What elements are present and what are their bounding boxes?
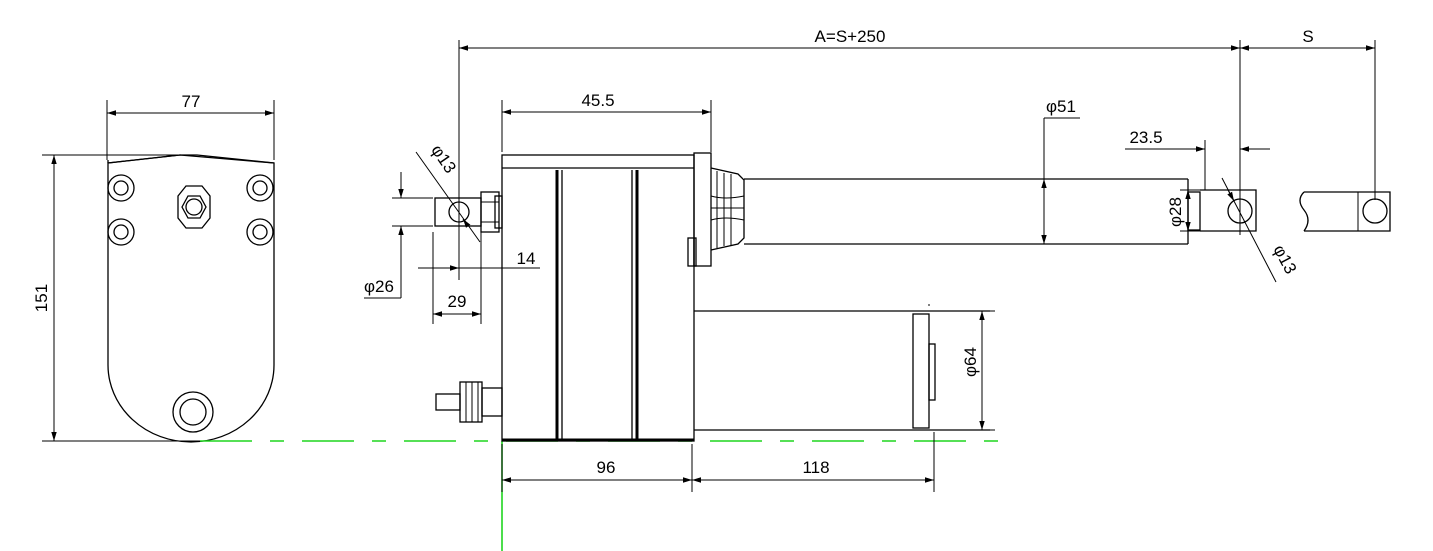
dim-phi26: φ26 <box>364 172 433 299</box>
end-view-top-edge <box>107 154 275 164</box>
dim-phi26-label: φ26 <box>364 277 394 296</box>
cable-gland <box>435 381 503 423</box>
dim-151-label: 151 <box>32 284 51 312</box>
end-view: 77 151 <box>32 92 275 443</box>
front-flange <box>693 152 712 267</box>
dim-phi28: φ28 <box>1166 189 1210 232</box>
dim-23-5: 23.5 <box>1125 128 1270 190</box>
dim-a-label: A=S+250 <box>815 27 886 46</box>
dim-phi51: φ51 <box>1041 97 1080 244</box>
dim-29-label: 29 <box>448 292 467 311</box>
clevis-end <box>1299 191 1391 232</box>
dim-77: 77 <box>106 92 275 160</box>
dim-29: 29 <box>432 232 482 324</box>
dim-14: 14 <box>418 249 540 271</box>
dim-phi64: φ64 <box>935 310 995 431</box>
dim-phi13-right-label: φ13 <box>1269 242 1300 277</box>
dim-s-label: S <box>1302 27 1313 46</box>
rod-collar <box>710 167 745 251</box>
dim-96-label: 96 <box>597 458 616 477</box>
outer-tube <box>744 178 1189 245</box>
end-view-hex-nut <box>177 185 211 229</box>
end-view-holes <box>107 174 274 433</box>
dim-phi64-label: φ64 <box>961 347 980 377</box>
dim-phi13-left: φ13 <box>415 141 481 243</box>
dim-118: 118 <box>692 432 935 492</box>
dim-phi51-label: φ51 <box>1046 97 1076 116</box>
dim-77-label: 77 <box>182 92 201 111</box>
dim-phi28-label: φ28 <box>1166 197 1185 227</box>
dim-96: 96 <box>501 444 693 492</box>
dim-45-5: 45.5 <box>501 91 712 152</box>
dim-s: S <box>1240 27 1376 200</box>
dim-151: 151 <box>32 154 200 442</box>
motor <box>694 304 990 431</box>
side-view <box>434 152 1391 442</box>
dim-45-5-label: 45.5 <box>581 91 614 110</box>
dim-14-label: 14 <box>517 249 536 268</box>
dim-phi13-right: φ13 <box>1221 177 1300 283</box>
gearbox-body <box>501 154 695 442</box>
dimensions: A=S+250 S 45.5 φ51 23.5 <box>364 27 1376 492</box>
dim-23-5-label: 23.5 <box>1129 128 1162 147</box>
dim-118-label: 118 <box>802 458 829 477</box>
dim-phi13-left-label: φ13 <box>427 141 459 176</box>
dim-a: A=S+250 <box>458 27 1241 280</box>
